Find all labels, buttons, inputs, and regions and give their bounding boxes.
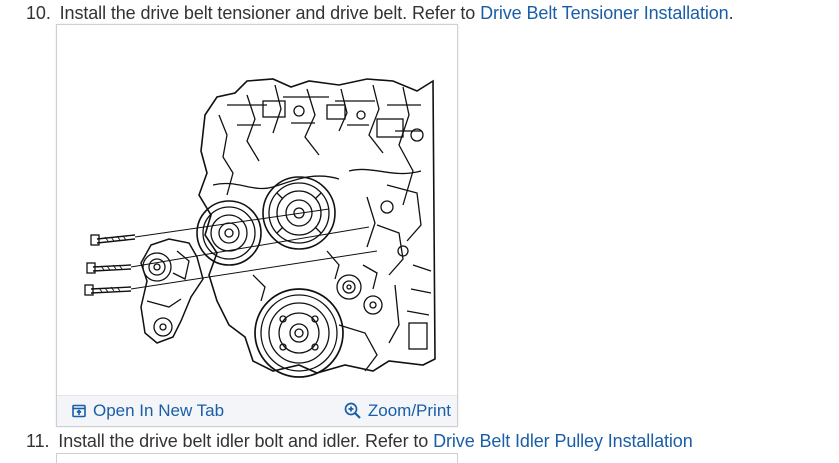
figure-container: Open In New Tab Zoom/Print [56,24,458,427]
zoom-in-icon [344,402,361,419]
zoom-print-label: Zoom/Print [367,401,451,420]
drive-belt-idler-pulley-installation-link[interactable]: Drive Belt Idler Pulley Installation [433,431,693,451]
open-in-new-tab-button[interactable]: Open In New Tab [71,401,224,421]
step-number: 10. [26,3,51,23]
next-figure-container [56,453,458,463]
step-10: 10. Install the drive belt tensioner and… [26,1,734,25]
open-new-tab-icon [72,404,86,418]
figure-toolbar: Open In New Tab Zoom/Print [57,395,457,426]
drive-belt-tensioner-installation-link[interactable]: Drive Belt Tensioner Installation [480,3,729,23]
step-number: 11. [26,431,50,451]
zoom-print-button[interactable]: Zoom/Print [344,401,451,421]
open-in-new-tab-label: Open In New Tab [93,401,225,420]
engine-drive-belt-illustration[interactable] [77,75,437,390]
step-11: 11. Install the drive belt idler bolt an… [26,429,693,453]
step-trailing: . [728,3,734,23]
step-text: Install the drive belt tensioner and dri… [59,3,476,23]
step-text: Install the drive belt idler bolt and id… [58,431,429,451]
